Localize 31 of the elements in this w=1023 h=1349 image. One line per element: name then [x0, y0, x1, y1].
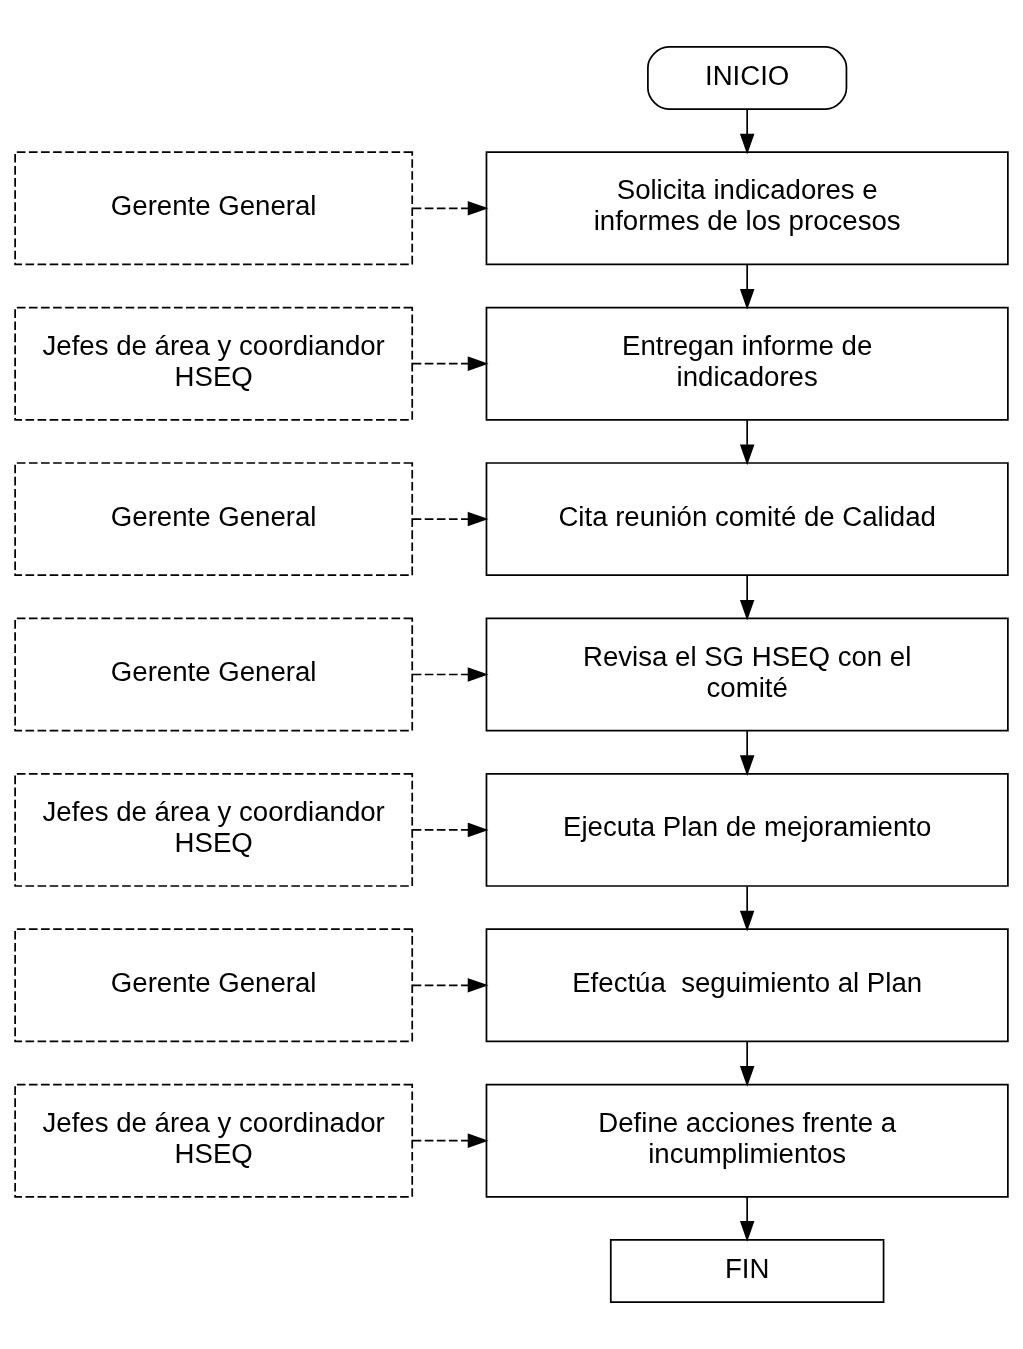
arrow [739, 108, 755, 155]
node-box: Cita reunión comité de Calidad [485, 462, 1009, 577]
node-box: Gerente General [14, 617, 414, 732]
arrow [411, 667, 489, 682]
arrow [411, 978, 489, 993]
node-box: Define acciones frente a incumplimientos [485, 1083, 1009, 1198]
node-box: Jefes de área y coordiandor HSEQ [14, 772, 414, 887]
arrow [411, 822, 489, 838]
arrow [739, 885, 755, 932]
node-box: INICIO [647, 46, 848, 110]
node-box: Jefes de área y coordiandor HSEQ [14, 306, 414, 421]
arrow [739, 574, 755, 621]
node-box: Entregan informe de indicadores [485, 306, 1009, 421]
arrow [739, 419, 755, 466]
node-box: FIN [609, 1239, 885, 1303]
arrow [411, 1133, 489, 1148]
node-box: Ejecuta Plan de mejoramiento [485, 772, 1009, 887]
arrow [739, 1041, 755, 1087]
arrow [411, 511, 489, 527]
node-box: Solicita indicadores e informes de los procesos [485, 151, 1009, 266]
arrow [411, 201, 489, 216]
node-box: Gerente General [14, 928, 414, 1043]
arrow [739, 264, 755, 310]
node-box: Gerente General [14, 462, 414, 577]
node-box: Revisa el SG HSEQ con el comité [485, 617, 1009, 732]
arrow [411, 356, 489, 371]
node-box: Jefes de área y coordinador HSEQ [14, 1083, 414, 1198]
arrow [739, 730, 755, 777]
node-box: Efectúa seguimiento al Plan [485, 928, 1009, 1043]
node-box: Gerente General [14, 151, 414, 266]
arrow [739, 1196, 755, 1242]
